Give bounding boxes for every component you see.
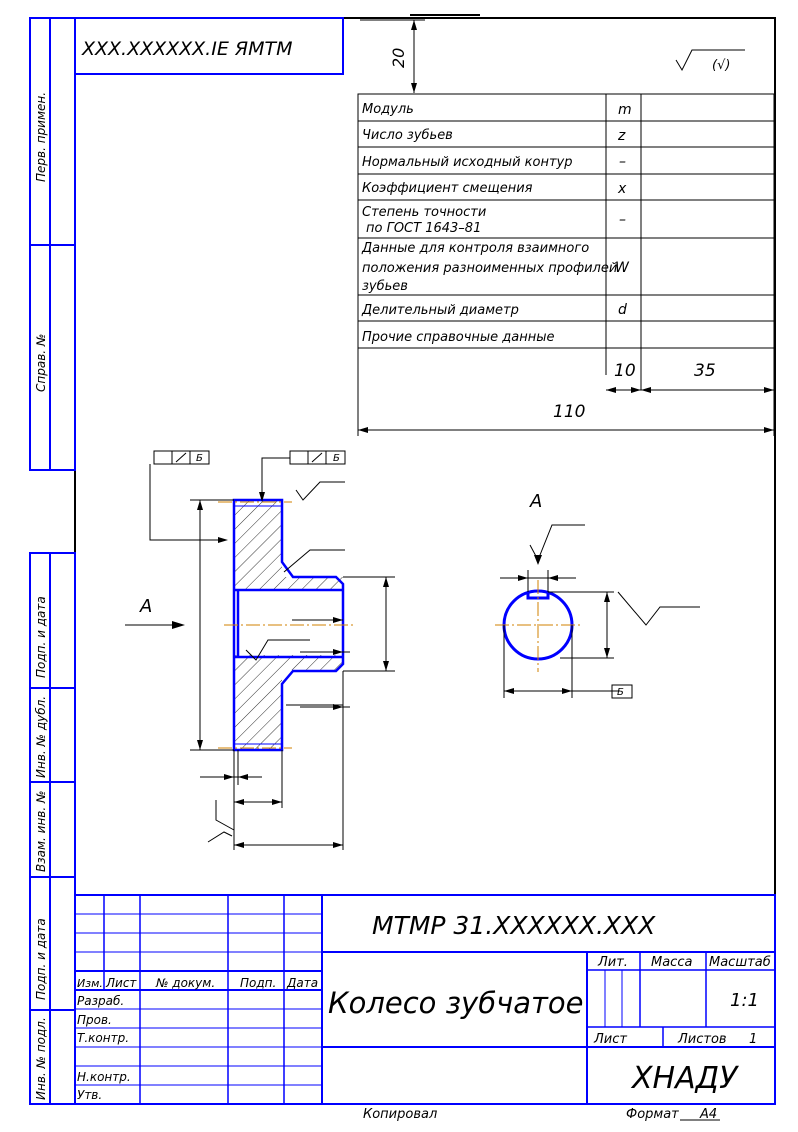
view-a-label: A <box>529 491 542 512</box>
dim-10: 10 <box>614 361 636 381</box>
datum-b-1: Б <box>196 453 203 464</box>
row-stepen-2: по ГОСТ 1643–81 <box>366 221 481 236</box>
row-utv: Утв. <box>77 1088 102 1102</box>
row-chislo: Число зубьев <box>362 128 453 143</box>
row-tkontr: Т.контр. <box>77 1031 129 1045</box>
roughness-sign: (√) <box>675 49 745 73</box>
row-stepen: Степень точности <box>362 205 486 220</box>
row-dannye-3: зубьев <box>362 279 408 294</box>
row-smesh: Коэффициент смещения <box>362 181 533 196</box>
row-razrab: Разраб. <box>77 994 124 1008</box>
tolerance-frame-1: Б <box>149 450 228 543</box>
params-table: Модуль m Число зубьев z Нормальный исход… <box>357 93 775 436</box>
format-value: A4 <box>699 1107 717 1122</box>
sym-stepen: – <box>619 212 626 228</box>
massa-label: Масса <box>651 955 692 970</box>
datum-b-2: Б <box>333 453 340 464</box>
side-podp-data-2: Подп. и дата <box>34 918 48 1000</box>
side-perv-primen: Перв. примен. <box>34 92 48 182</box>
listov-label: Листов <box>677 1032 727 1047</box>
dim-20-label: 20 <box>389 48 408 68</box>
gear-section-view: A Б Б <box>125 450 395 850</box>
dim-35: 35 <box>694 361 716 381</box>
row-kontur: Нормальный исходный контур <box>362 155 572 170</box>
sym-d: d <box>618 302 627 318</box>
sym-w: W <box>615 260 630 276</box>
dim-20: 20 <box>360 19 425 93</box>
organization: ХНАДУ <box>630 1061 739 1096</box>
datum-b-3: Б <box>617 687 624 698</box>
row-prov: Пров. <box>77 1013 112 1027</box>
side-strip: Перв. примен. Справ. № Подп. и дата Инв.… <box>29 17 76 1105</box>
stamp-top-text: XXX.XXXXXX.IE ЯMТM <box>81 38 292 60</box>
view-a-arrow-label: A <box>139 596 152 617</box>
row-modul: Модуль <box>362 102 414 117</box>
tolerance-frame-2: Б <box>259 450 346 502</box>
col-podp: Подп. <box>240 976 276 990</box>
col-izm: Изм. <box>77 977 103 990</box>
list-label: Лист <box>593 1032 627 1047</box>
part-name: Колесо зубчатое <box>328 986 583 1020</box>
side-vzam-inv: Взам. инв. № <box>34 791 48 872</box>
col-data: Дата <box>286 976 318 990</box>
listov-value: 1 <box>749 1032 757 1047</box>
side-inv-dubl: Инв. № дубл. <box>34 696 48 778</box>
side-inv-podl: Инв. № подл. <box>34 1017 48 1100</box>
doc-code: МТМР 31.XXXXXX.XXX <box>372 911 656 940</box>
row-prochie: Прочие справочные данные <box>362 330 555 345</box>
kopiroval: Копировал <box>363 1107 437 1122</box>
footer: Копировал Формат A4 <box>363 1107 720 1122</box>
row-dannye-2: положения разноименных профилей <box>362 261 617 276</box>
row-dannye: Данные для контроля взаимного <box>361 241 589 256</box>
format-label: Формат <box>626 1107 679 1122</box>
lit-label: Лит. <box>597 955 628 970</box>
stamp-top-box <box>74 17 344 75</box>
scale-value: 1:1 <box>730 990 759 1011</box>
sym-z: z <box>617 128 626 144</box>
sym-kontur: – <box>619 154 626 170</box>
roughness-note: (√) <box>712 58 730 73</box>
col-docum: № докум. <box>155 976 215 990</box>
col-list: Лист <box>105 976 137 990</box>
row-delit: Делительный диаметр <box>361 303 519 318</box>
title-block: Изм. Лист № докум. Подп. Дата Разраб. Пр… <box>74 894 776 1105</box>
side-sprav-no: Справ. № <box>34 334 48 392</box>
row-nkontr: Н.контр. <box>77 1070 131 1084</box>
dim-110: 110 <box>553 402 585 422</box>
sym-m: m <box>618 102 632 118</box>
masshtab-label: Масштаб <box>709 955 771 970</box>
view-a: A Б <box>495 491 700 699</box>
side-podp-data-1: Подп. и дата <box>34 596 48 678</box>
sym-x: x <box>617 181 627 197</box>
